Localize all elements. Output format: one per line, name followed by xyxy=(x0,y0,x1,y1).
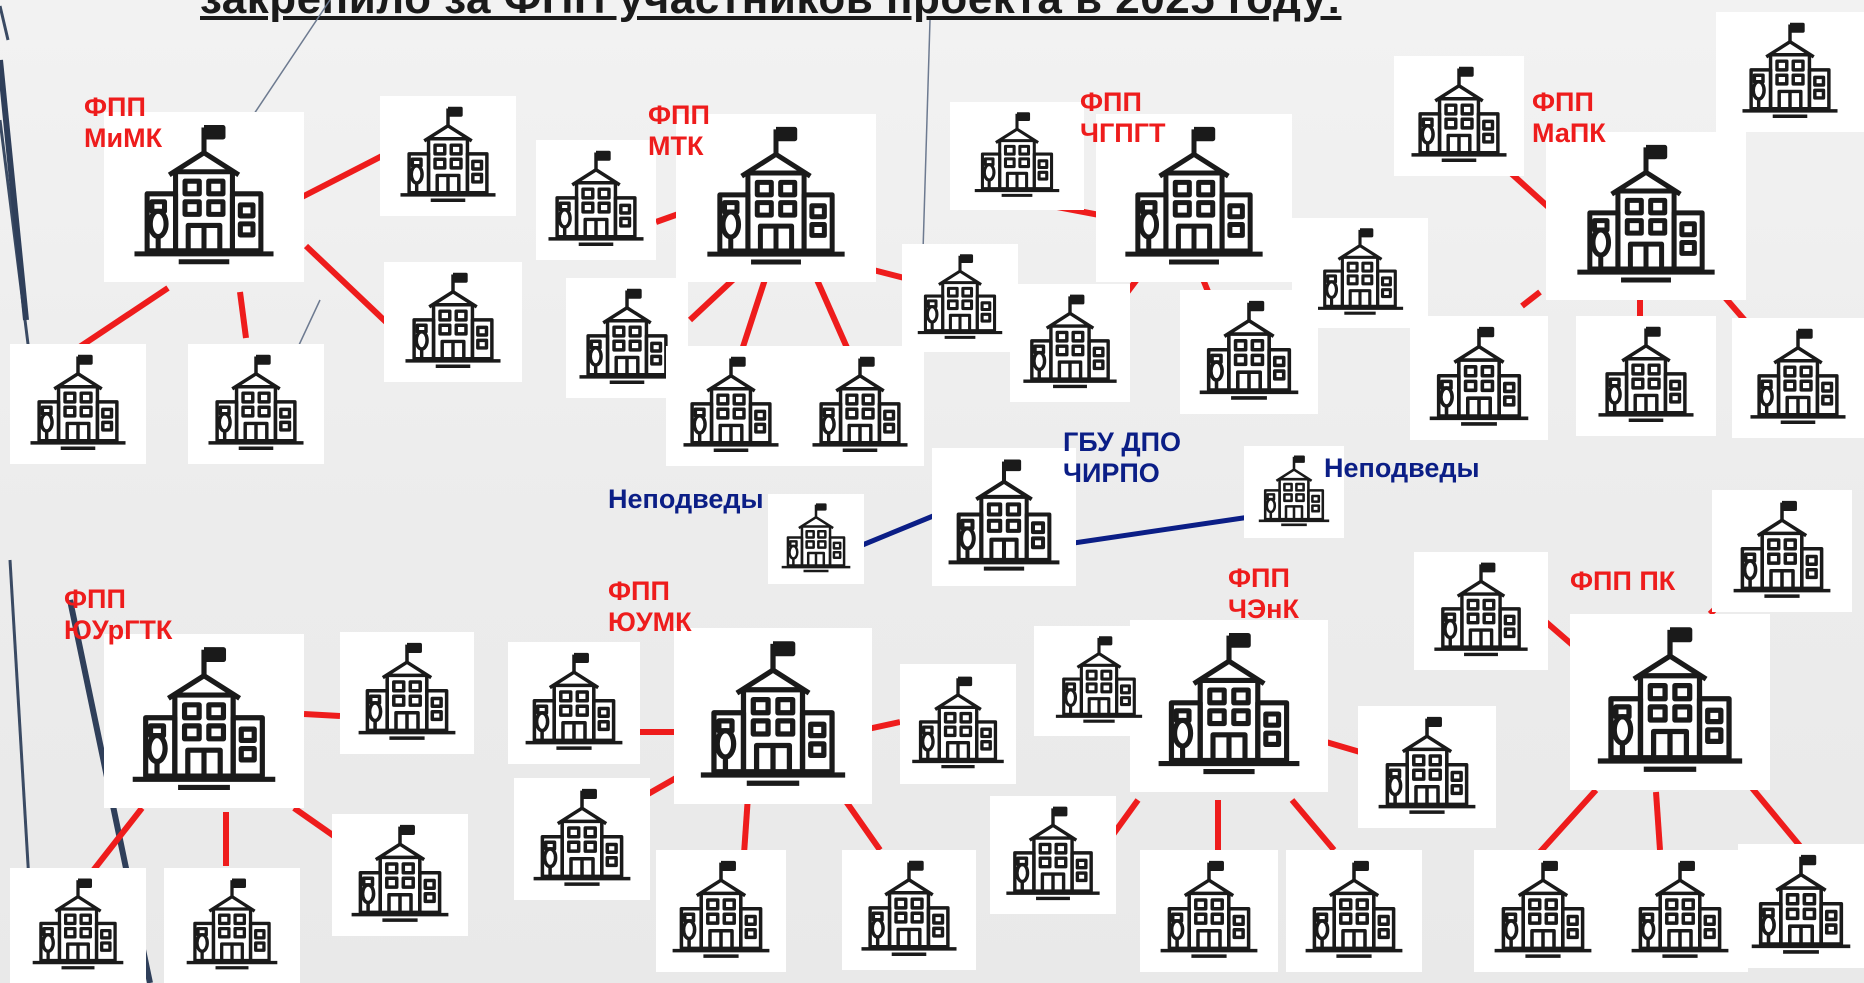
connector-line xyxy=(76,285,170,351)
school-building-icon xyxy=(340,632,474,754)
connector-line xyxy=(1325,739,1361,755)
school-building-icon xyxy=(1612,850,1748,972)
connector-line xyxy=(1520,289,1542,309)
school-building-icon xyxy=(1010,284,1130,402)
school-building-icon xyxy=(950,102,1084,210)
school-building-icon xyxy=(902,244,1018,352)
school-building-icon xyxy=(842,850,976,970)
connector-line xyxy=(646,775,678,797)
connector-line xyxy=(89,806,145,874)
school-building-icon xyxy=(768,494,864,584)
school-building-icon xyxy=(900,664,1016,784)
school-building-icon xyxy=(656,850,786,972)
school-building-icon xyxy=(104,112,304,282)
school-building-icon xyxy=(1738,844,1864,968)
school-building-icon xyxy=(674,628,872,804)
connector-line xyxy=(303,711,341,719)
school-building-icon xyxy=(1096,114,1292,282)
connector-line xyxy=(1109,798,1141,838)
school-building-icon xyxy=(666,346,796,466)
center-connector-line xyxy=(1039,511,1271,551)
school-building-icon xyxy=(676,114,876,282)
cluster-label-pk: ФПП ПК xyxy=(1570,566,1676,596)
connector-line xyxy=(1749,786,1803,848)
school-building-icon xyxy=(1414,552,1548,670)
cluster-label-yurgtk: ФПП ЮУрГТК xyxy=(64,584,173,645)
school-building-icon xyxy=(1570,614,1770,790)
school-building-icon xyxy=(1410,316,1548,440)
connector-line xyxy=(1537,787,1599,855)
connector-line xyxy=(1653,791,1663,851)
school-building-icon xyxy=(932,448,1076,586)
school-building-icon xyxy=(1244,446,1344,538)
school-building-icon xyxy=(332,814,468,936)
school-building-icon xyxy=(1732,318,1864,438)
page-title: закрепило за ФПП участников проекта в 20… xyxy=(200,0,1640,24)
school-building-icon xyxy=(188,344,324,464)
school-building-icon xyxy=(990,796,1116,914)
subordinate-label-right: Неподведы xyxy=(1324,453,1480,483)
school-building-icon xyxy=(1180,290,1318,414)
connector-line xyxy=(237,291,249,339)
cluster-label-chenk: ФПП ЧЭнК xyxy=(1228,563,1299,624)
school-building-icon xyxy=(1286,850,1422,972)
subordinate-label-left: Неподведы xyxy=(608,484,764,514)
school-building-icon xyxy=(536,140,656,260)
connector-line xyxy=(741,795,751,855)
school-building-icon xyxy=(1474,850,1612,972)
school-building-icon xyxy=(1712,490,1852,612)
school-building-icon xyxy=(1358,706,1496,828)
cluster-label-chgpgt: ФПП ЧГПГТ xyxy=(1080,87,1166,148)
cluster-label-mtk: ФПП МТК xyxy=(648,100,710,161)
school-building-icon xyxy=(514,778,650,900)
center-connector-line xyxy=(859,511,939,549)
school-building-icon xyxy=(384,262,522,382)
school-building-icon xyxy=(1140,850,1278,972)
school-building-icon xyxy=(1034,626,1164,736)
school-building-icon xyxy=(1576,316,1716,436)
school-building-icon xyxy=(1546,132,1746,300)
cluster-label-mapk: ФПП МаПК xyxy=(1532,87,1606,148)
school-building-icon xyxy=(796,346,924,466)
connector-line xyxy=(303,243,389,325)
school-building-icon xyxy=(104,634,304,808)
school-building-icon xyxy=(508,642,640,764)
center-label: ГБУ ДПО ЧИРПО xyxy=(1063,427,1181,488)
school-building-icon xyxy=(10,344,146,464)
school-building-icon xyxy=(1394,56,1524,176)
school-building-icon xyxy=(1716,12,1864,132)
school-building-icon xyxy=(164,868,300,983)
connector-line xyxy=(298,151,388,201)
connector-line xyxy=(1289,798,1337,852)
cluster-label-yumk: ФПП ЮУМК xyxy=(608,576,692,637)
school-building-icon xyxy=(380,96,516,216)
cluster-label-mimk: ФПП МиМК xyxy=(84,92,163,153)
school-building-icon xyxy=(10,868,146,983)
connector-line xyxy=(292,805,336,839)
